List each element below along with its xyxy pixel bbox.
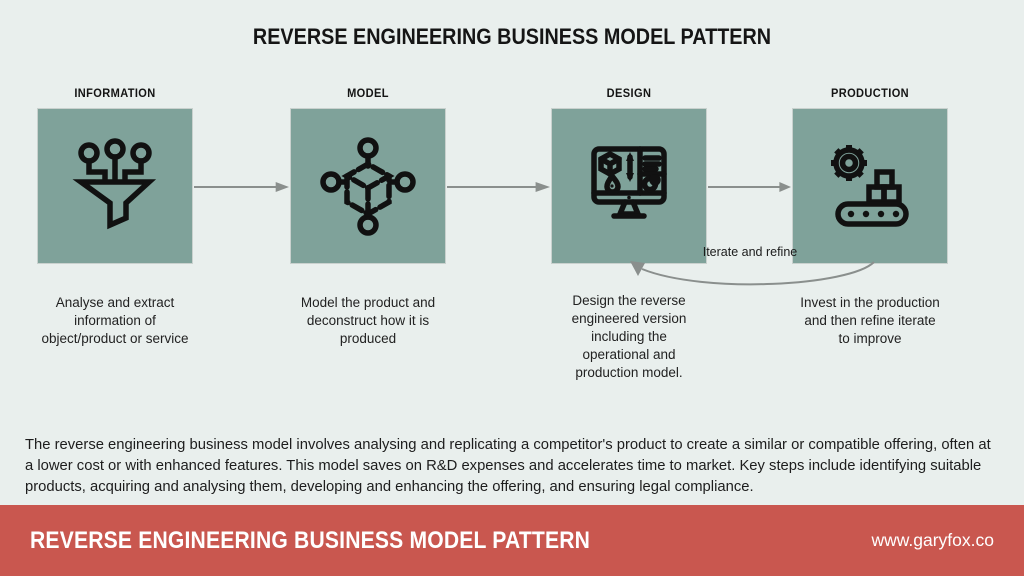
iterate-refine-arrow-icon [630,261,875,286]
stage-model: MODEL Model the product and deconstruct … [273,88,463,348]
design-monitor-icon [591,146,667,219]
arrow-model-to-design-icon [447,182,550,192]
stage-label: INFORMATION [74,88,156,100]
iterate-refine-label: Iterate and refine [702,245,798,259]
stage-description: Design the reverse engineered version in… [571,293,687,380]
factory-conveyor-icon [831,145,909,227]
summary-paragraph: The reverse engineering business model i… [25,437,991,495]
stage-information: INFORMATION Analyse and extract informat… [20,88,210,348]
footer-title: REVERSE ENGINEERING BUSINESS MODEL PATTE… [30,526,591,554]
page-title: REVERSE ENGINEERING BUSINESS MODEL PATTE… [252,24,772,49]
stage-box [290,108,446,264]
arrow-information-to-model-icon [194,182,289,192]
stage-description: Analyse and extract information of objec… [41,295,189,346]
stage-design: DESIGN [534,88,724,382]
arrow-design-to-production-icon [708,182,791,192]
stage-label: MODEL [347,88,389,100]
stage-description: Model the product and deconstruct how it… [300,295,436,346]
stage-label: PRODUCTION [830,88,910,100]
footer-bar: REVERSE ENGINEERING BUSINESS MODEL PATTE… [0,505,1024,576]
stage-label: DESIGN [606,88,652,100]
stage-production: PRODUCTION [775,88,965,348]
stage-description: Invest in the production and then refine… [800,295,940,346]
footer-website-link[interactable]: www.garyfox.co [871,530,994,550]
data-funnel-icon [72,138,157,230]
stage-box [37,108,193,264]
stage-box [792,108,948,264]
stage-box [551,108,707,264]
3d-model-cube-icon [320,137,416,236]
